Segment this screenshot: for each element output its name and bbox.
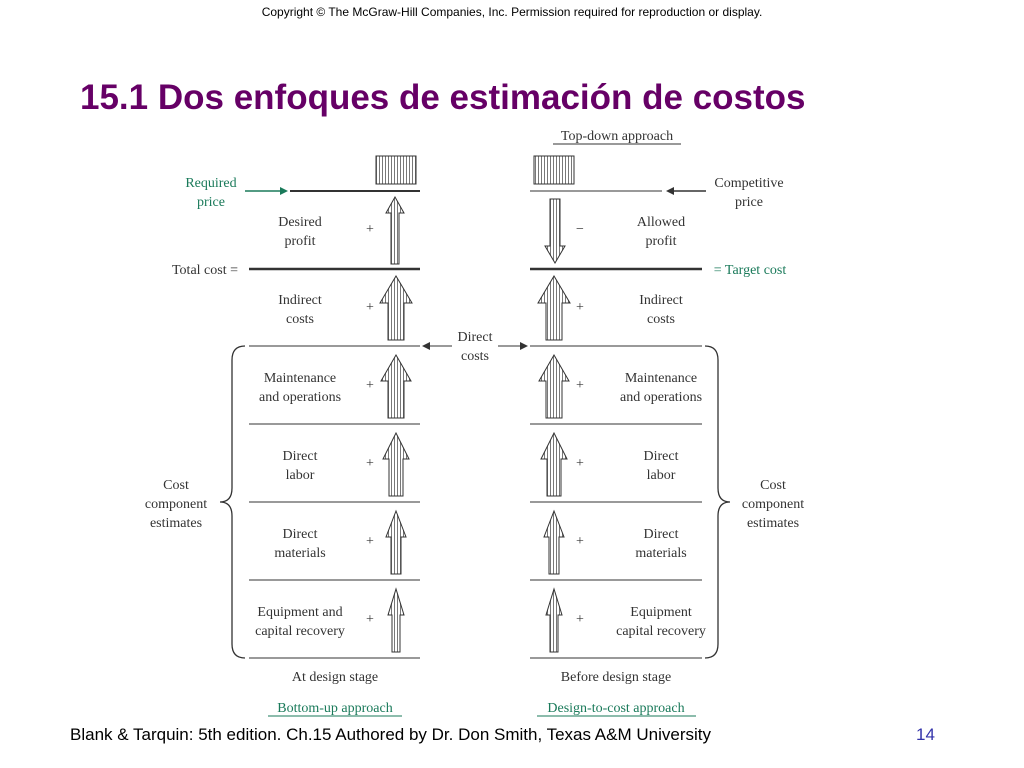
left-brace bbox=[219, 345, 246, 659]
allowed-profit-label: Allowed bbox=[637, 215, 685, 230]
cost-component-label-right-2: component bbox=[742, 497, 804, 512]
indirect-costs-label-left: Indirect bbox=[278, 293, 322, 308]
plus-sign: + bbox=[366, 378, 374, 393]
up-arrow-materials-left bbox=[385, 509, 407, 575]
plus-sign: + bbox=[366, 222, 374, 237]
direct-costs-arrowhead-right bbox=[520, 342, 528, 350]
equipment-label-right-2: capital recovery bbox=[616, 624, 706, 639]
maintenance-label-left-2: and operations bbox=[259, 390, 341, 405]
direct-materials-label-right: Direct bbox=[644, 527, 679, 542]
plus-sign: + bbox=[576, 612, 584, 627]
required-price-arrowhead bbox=[280, 187, 288, 195]
page-number: 14 bbox=[916, 725, 935, 744]
required-price-label-2: price bbox=[197, 195, 225, 210]
plus-sign: + bbox=[366, 612, 374, 627]
maintenance-label-left: Maintenance bbox=[264, 371, 336, 386]
stage-label-right: Before design stage bbox=[561, 670, 671, 685]
up-arrow-profit bbox=[385, 195, 405, 265]
up-arrow-materials-right bbox=[543, 509, 565, 575]
cost-component-label-left-2: component bbox=[145, 497, 207, 512]
down-arrow-profit bbox=[544, 198, 566, 264]
up-arrow-equipment-left bbox=[387, 587, 405, 653]
top-down-approach-label: Top-down approach bbox=[561, 129, 673, 144]
plus-sign: + bbox=[366, 300, 374, 315]
indirect-costs-label-left-2: costs bbox=[286, 312, 314, 327]
direct-labor-label-right-2: labor bbox=[647, 468, 676, 483]
cost-component-label-right-3: estimates bbox=[747, 516, 799, 531]
competitive-price-label-2: price bbox=[735, 195, 763, 210]
equipment-label-left-2: capital recovery bbox=[255, 624, 345, 639]
plus-sign: + bbox=[576, 456, 584, 471]
desired-profit-label-2: profit bbox=[284, 234, 315, 249]
stage-label-left: At design stage bbox=[292, 670, 378, 685]
direct-costs-label-2: costs bbox=[461, 349, 489, 364]
direct-labor-label-right: Direct bbox=[644, 449, 679, 464]
indirect-costs-label-right: Indirect bbox=[639, 293, 683, 308]
cost-component-label-left: Cost bbox=[163, 478, 189, 493]
up-arrow-labor-right bbox=[540, 431, 568, 497]
right-brace bbox=[704, 345, 731, 659]
direct-materials-label-left-2: materials bbox=[274, 546, 325, 561]
competitive-price-arrowhead bbox=[666, 187, 674, 195]
indirect-costs-label-right-2: costs bbox=[647, 312, 675, 327]
slide-title: 15.1 Dos enfoques de estimación de costo… bbox=[80, 78, 806, 117]
minus-sign: − bbox=[576, 222, 584, 237]
plus-sign: + bbox=[576, 300, 584, 315]
equipment-label-left: Equipment and bbox=[257, 605, 342, 620]
footer-citation: Blank & Tarquin: 5th edition. Ch.15 Auth… bbox=[70, 725, 711, 744]
required-price-label: Required bbox=[185, 176, 236, 191]
plus-sign: + bbox=[366, 456, 374, 471]
direct-costs-arrowhead-left bbox=[422, 342, 430, 350]
competitive-price-label: Competitive bbox=[714, 176, 783, 191]
plus-sign: + bbox=[576, 534, 584, 549]
equipment-label-right: Equipment bbox=[630, 605, 692, 620]
maintenance-label-right-2: and operations bbox=[620, 390, 702, 405]
direct-labor-label-left: Direct bbox=[283, 449, 318, 464]
cost-component-label-right: Cost bbox=[760, 478, 786, 493]
cost-component-label-left-3: estimates bbox=[150, 516, 202, 531]
target-cost-label: = Target cost bbox=[714, 263, 787, 278]
plus-sign: + bbox=[576, 378, 584, 393]
direct-materials-label-right-2: materials bbox=[635, 546, 686, 561]
price-box-left bbox=[375, 155, 417, 185]
direct-costs-label: Direct bbox=[458, 330, 493, 345]
up-arrow-maintenance-right bbox=[538, 353, 570, 419]
bottom-up-approach-label: Bottom-up approach bbox=[277, 701, 392, 716]
price-box-right bbox=[533, 155, 575, 185]
allowed-profit-label-2: profit bbox=[645, 234, 676, 249]
up-arrow-labor-left bbox=[382, 431, 410, 497]
up-arrow-indirect-left bbox=[379, 275, 413, 341]
up-arrow-equipment-right bbox=[545, 587, 563, 653]
direct-materials-label-left: Direct bbox=[283, 527, 318, 542]
total-cost-label: Total cost = bbox=[172, 263, 238, 278]
up-arrow-indirect-right bbox=[537, 275, 571, 341]
design-to-cost-approach-label: Design-to-cost approach bbox=[547, 701, 684, 716]
plus-sign: + bbox=[366, 534, 374, 549]
copyright-notice: Copyright © The McGraw-Hill Companies, I… bbox=[261, 5, 763, 19]
up-arrow-maintenance-left bbox=[380, 353, 412, 419]
desired-profit-label: Desired bbox=[278, 215, 322, 230]
direct-labor-label-left-2: labor bbox=[286, 468, 315, 483]
maintenance-label-right: Maintenance bbox=[625, 371, 697, 386]
